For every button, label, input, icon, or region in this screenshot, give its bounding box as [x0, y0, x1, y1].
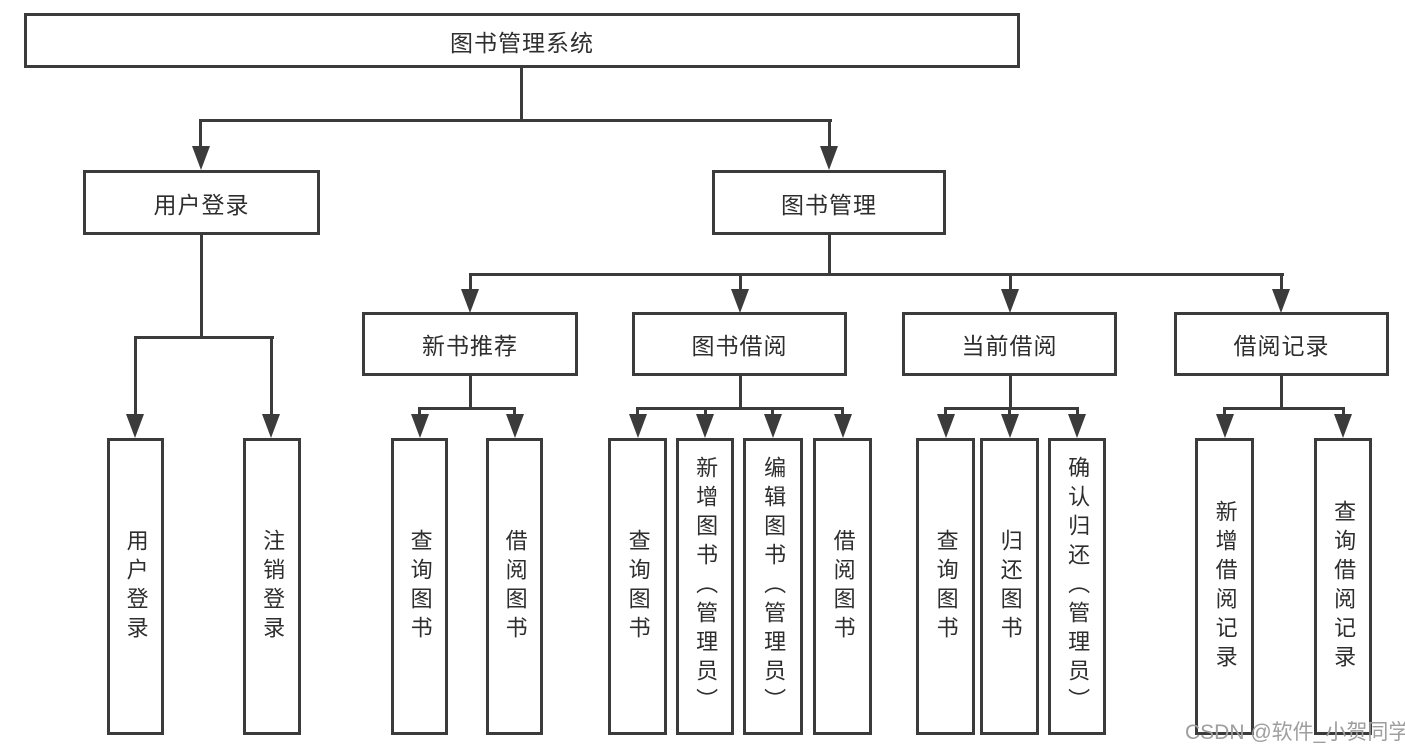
leaf-current-return-books: 归还图书 [980, 438, 1039, 735]
node-book-management: 图书管理 [712, 170, 946, 235]
arrow-down-icon [937, 414, 955, 438]
leaf-label: 编辑图书（管理员） [761, 456, 787, 717]
arrow-down-icon [1001, 289, 1019, 313]
connector-user-login-split [134, 336, 274, 339]
arrow-down-icon [820, 146, 838, 170]
leaf-newbook-query-books: 查询图书 [391, 438, 448, 735]
leaf-borrow-query-books: 查询图书 [608, 438, 667, 735]
leaf-newbook-borrow-books: 借阅图书 [486, 438, 543, 735]
arrow-down-icon [696, 414, 714, 438]
node-book-borrow-label: 图书借阅 [691, 333, 788, 359]
arrow-down-icon [731, 289, 749, 313]
node-root: 图书管理系统 [24, 13, 1020, 68]
connector-stem [1223, 407, 1226, 416]
connector-stem-current-borrow [1009, 273, 1012, 292]
node-root-label: 图书管理系统 [450, 29, 594, 56]
connector-stem [841, 407, 844, 416]
arrow-down-icon [1272, 289, 1290, 313]
leaf-records-add-record: 新增借阅记录 [1195, 438, 1254, 735]
connector-book-borrow-trunk [739, 375, 742, 408]
connector-borrow-records-trunk [1280, 375, 1283, 408]
node-current-borrow-label: 当前借阅 [961, 333, 1058, 359]
leaf-label: 查询图书 [407, 528, 433, 645]
arrow-down-icon [1001, 414, 1019, 438]
connector-stem [1076, 407, 1079, 416]
arrow-down-icon [262, 414, 280, 438]
watermark: CSDN @软件_小贺同学 [1185, 721, 1405, 744]
connector-root-trunk [520, 66, 523, 119]
connector-stem-book-borrow [739, 273, 742, 292]
node-new-book-recommend: 新书推荐 [362, 312, 578, 376]
node-borrow-records: 借阅记录 [1174, 312, 1389, 376]
arrow-down-icon [629, 414, 647, 438]
arrow-down-icon [192, 146, 210, 170]
leaf-label: 新增借阅记录 [1212, 499, 1238, 674]
node-borrow-records-label: 借阅记录 [1233, 333, 1330, 359]
leaf-label: 查询图书 [933, 528, 959, 645]
connector-stem [513, 407, 516, 416]
connector-current-borrow-split [944, 407, 1079, 410]
connector-stem [771, 407, 774, 416]
leaf-label: 用户登录 [123, 528, 149, 645]
leaf-label: 借阅图书 [502, 528, 528, 645]
arrow-down-icon [764, 414, 782, 438]
connector-stem [1342, 407, 1345, 416]
connector-new-book-split [419, 407, 516, 410]
connector-stem [704, 407, 707, 416]
connector-new-book-trunk [469, 375, 472, 408]
arrow-down-icon [411, 414, 429, 438]
connector-stem [636, 407, 639, 416]
connector-stem-leaf-logout [270, 336, 273, 416]
node-current-borrow: 当前借阅 [902, 312, 1117, 376]
node-book-borrow: 图书借阅 [632, 312, 847, 376]
node-book-management-label: 图书管理 [781, 191, 877, 218]
leaf-label: 查询图书 [625, 528, 651, 645]
connector-stem-borrow-records [1280, 273, 1283, 292]
arrow-down-icon [461, 289, 479, 313]
arrow-down-icon [126, 414, 144, 438]
node-user-login-label: 用户登录 [153, 191, 250, 218]
leaf-label: 查询借阅记录 [1331, 499, 1357, 674]
leaf-label: 归还图书 [997, 528, 1023, 645]
leaf-current-query-books: 查询图书 [916, 438, 975, 735]
connector-stem-book-management [828, 119, 831, 148]
leaf-logout-login: 注销登录 [243, 438, 301, 735]
arrow-down-icon [1216, 414, 1234, 438]
leaf-label: 借阅图书 [830, 528, 856, 645]
connector-level1-split [199, 119, 832, 122]
arrow-down-icon [1334, 414, 1352, 438]
connector-book-management-trunk [828, 234, 831, 275]
connector-stem-new-book [469, 273, 472, 292]
arrow-down-icon [506, 414, 524, 438]
connector-stem-user-login [199, 119, 202, 148]
connector-current-borrow-trunk [1009, 375, 1012, 408]
arrow-down-icon [1068, 414, 1086, 438]
connector-level2-split [469, 273, 1284, 276]
connector-stem [944, 407, 947, 416]
leaf-label: 新增图书（管理员） [693, 456, 719, 717]
connector-borrow-records-split [1223, 407, 1345, 410]
leaf-borrow-add-books-admin: 新增图书（管理员） [676, 438, 734, 735]
leaf-label: 注销登录 [260, 528, 286, 645]
connector-stem [418, 407, 421, 416]
connector-book-borrow-split [636, 407, 844, 410]
leaf-label: 确认归还（管理员） [1065, 456, 1091, 717]
leaf-user-login: 用户登录 [107, 438, 164, 735]
leaf-current-confirm-return-admin: 确认归还（管理员） [1048, 438, 1106, 735]
node-user-login: 用户登录 [83, 170, 320, 235]
arrow-down-icon [834, 414, 852, 438]
connector-user-login-trunk [200, 234, 203, 336]
leaf-borrow-borrow-books: 借阅图书 [813, 438, 872, 735]
leaf-borrow-edit-books-admin: 编辑图书（管理员） [743, 438, 803, 735]
leaf-records-query-record: 查询借阅记录 [1314, 438, 1372, 735]
node-new-book-recommend-label: 新书推荐 [422, 333, 518, 359]
connector-stem-leaf-user-login [134, 336, 137, 416]
connector-stem [1008, 407, 1011, 416]
